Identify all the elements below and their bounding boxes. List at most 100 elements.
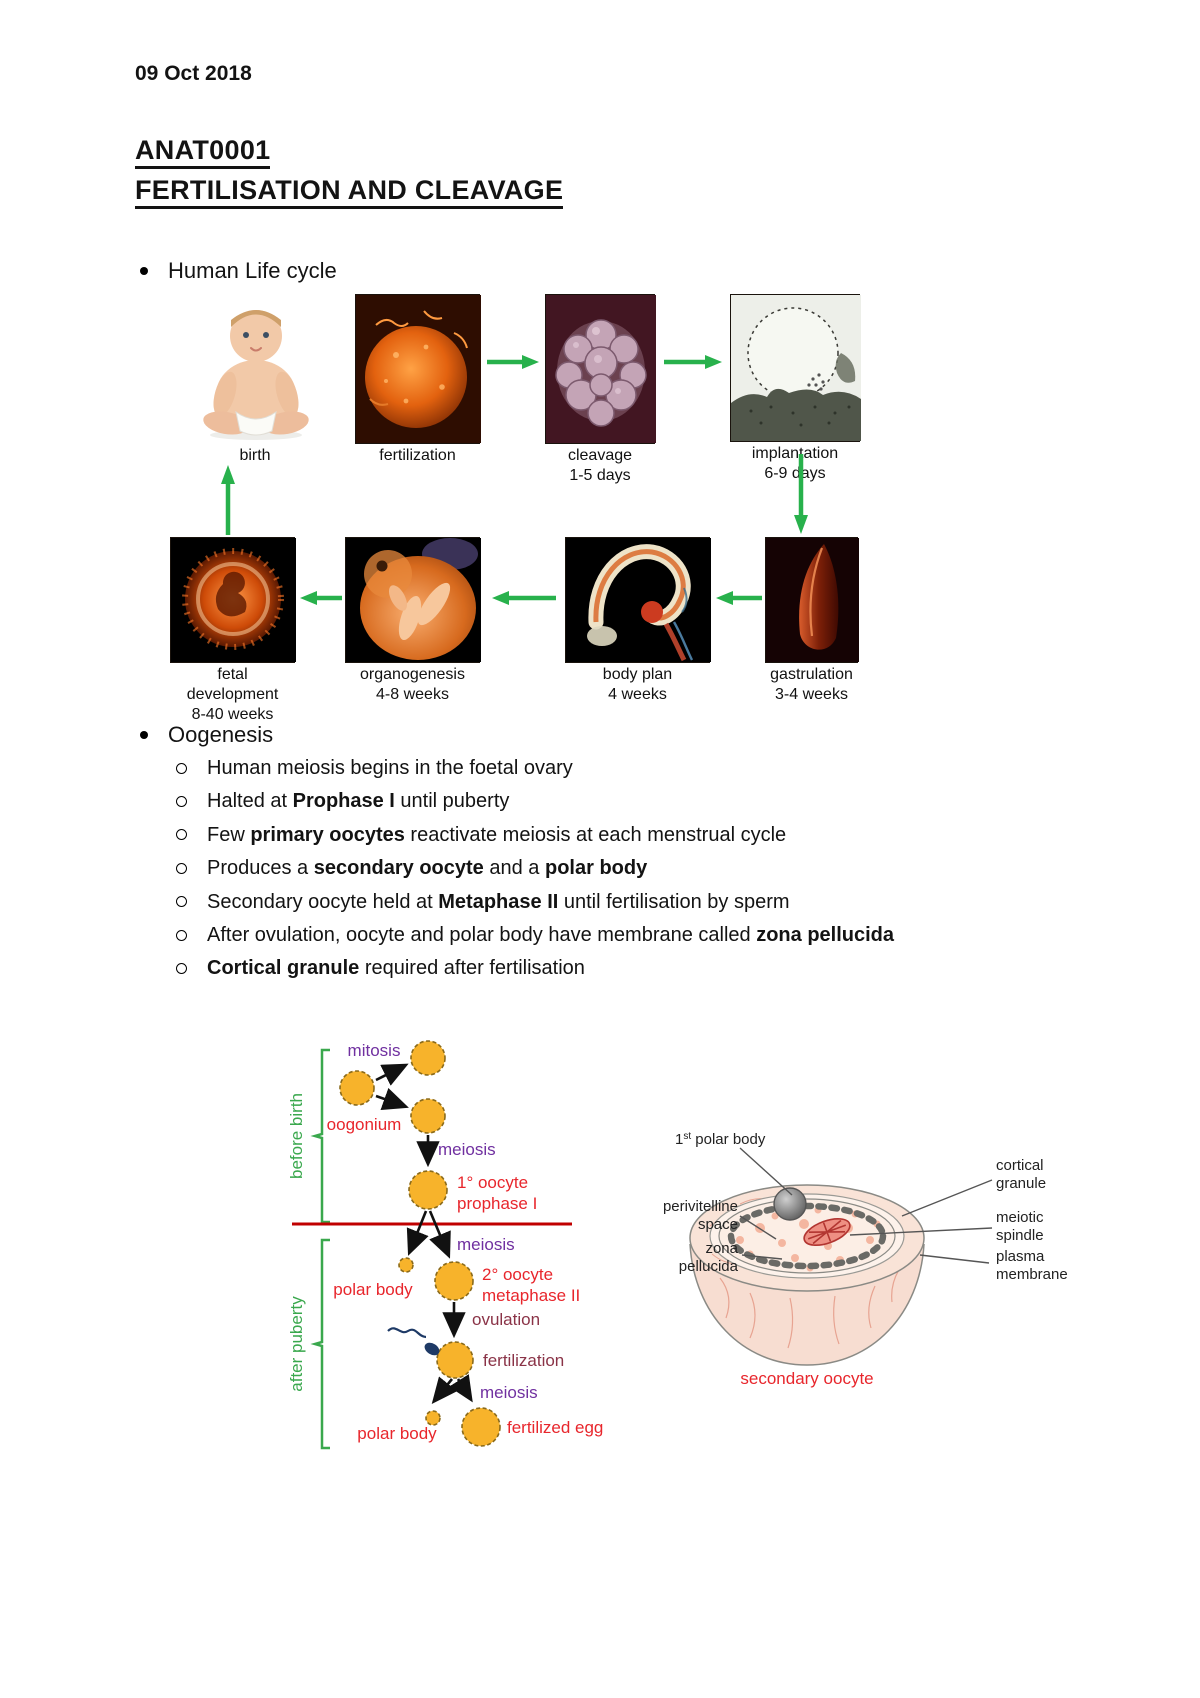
section-heading-lifecycle-label: Human Life cycle bbox=[168, 258, 337, 283]
meiosis-2-label: meiosis bbox=[457, 1235, 515, 1254]
document-date: 09 Oct 2018 bbox=[135, 62, 252, 85]
stage-duration: 4-8 weeks bbox=[376, 686, 449, 703]
list-item: Few primary oocytes reactivate meiosis a… bbox=[175, 819, 894, 852]
perivitelline-annotation-line1: perivitelline bbox=[663, 1198, 738, 1215]
stage-birth: birth bbox=[180, 294, 330, 466]
stage-duration: 6-9 days bbox=[764, 465, 826, 482]
stage-caption: fertilization bbox=[379, 447, 456, 464]
circle-bullet-icon bbox=[176, 896, 187, 908]
stage-caption: fetal development bbox=[186, 666, 279, 703]
circle-bullet-icon bbox=[176, 762, 187, 774]
fertilization-cell bbox=[436, 1341, 474, 1379]
stage-implantation: implantation 6-9 days bbox=[730, 294, 861, 484]
fertilization-label: fertilization bbox=[483, 1351, 564, 1370]
sperm-icon bbox=[387, 1327, 440, 1356]
primary-oocyte-cell bbox=[408, 1170, 448, 1210]
gastrulation-photo bbox=[765, 537, 859, 663]
circle-bullet-icon bbox=[176, 929, 187, 941]
body-plan-illustration bbox=[566, 538, 711, 662]
meiotic-annotation-line1: meiotic bbox=[996, 1209, 1044, 1226]
stage-caption: body plan bbox=[602, 666, 673, 683]
fertilized-egg-label: fertilized egg bbox=[507, 1418, 603, 1437]
polar-body-2-cell bbox=[425, 1410, 441, 1426]
meiotic-annotation-line2: spindle bbox=[996, 1227, 1044, 1244]
secondary-oocyte-diagram: 1st polar body perivitelline space zona … bbox=[590, 1118, 1090, 1413]
plasma-annotation-line1: plasma bbox=[996, 1248, 1045, 1265]
prophase-label: prophase I bbox=[457, 1194, 537, 1213]
fertilization-photo bbox=[355, 294, 481, 444]
plasma-annotation-line2: membrane bbox=[996, 1266, 1068, 1283]
implantation-illustration bbox=[731, 295, 861, 441]
secondary-oocyte-label: 2° oocyte bbox=[482, 1265, 553, 1284]
arrow-mitosis-2 bbox=[375, 1087, 409, 1111]
circle-bullet-icon bbox=[176, 796, 187, 808]
leader-lines bbox=[739, 1147, 993, 1264]
mitosis-label: mitosis bbox=[348, 1041, 401, 1060]
oogonium-label: oogonium bbox=[327, 1115, 402, 1134]
arrow-to-polar-body-2 bbox=[431, 1376, 458, 1405]
polar-body-shape bbox=[773, 1187, 807, 1221]
primary-oocyte-label: 1° oocyte bbox=[457, 1173, 528, 1192]
polar-body-1-cell bbox=[398, 1257, 414, 1273]
arrow-gastrulation-to-body-plan bbox=[716, 591, 762, 605]
stage-cleavage: cleavage 1-5 days bbox=[545, 294, 656, 486]
section-heading-oogenesis: Oogenesis bbox=[140, 722, 273, 748]
list-item: Human meiosis begins in the foetal ovary bbox=[175, 752, 894, 785]
oogenesis-flowchart: before birth after puberty bbox=[270, 1038, 630, 1463]
list-item: Produces a secondary oocyte and a polar … bbox=[175, 852, 894, 885]
arrow-to-fertilized-egg bbox=[449, 1374, 473, 1403]
stage-fertilization: fertilization bbox=[355, 294, 481, 466]
stage-duration: 3-4 weeks bbox=[775, 686, 848, 703]
cortical-annotation-line1: cortical bbox=[996, 1157, 1044, 1174]
fetal-development-photo bbox=[170, 537, 296, 663]
circle-bullet-icon bbox=[176, 963, 187, 975]
stage-caption: implantation bbox=[751, 445, 839, 462]
stage-organogenesis: organogenesis 4-8 weeks bbox=[345, 537, 481, 705]
oogenesis-bullet-list: Human meiosis begins in the foetal ovary… bbox=[175, 752, 894, 986]
stage-caption: cleavage bbox=[567, 447, 633, 464]
cleavage-illustration bbox=[546, 295, 656, 443]
stage-caption: organogenesis bbox=[360, 666, 465, 683]
implantation-photo bbox=[730, 294, 861, 442]
gastrulation-illustration bbox=[766, 538, 859, 662]
arrow-cleavage-to-implantation bbox=[664, 355, 722, 369]
perivitelline-annotation-line2: space bbox=[698, 1216, 738, 1233]
stage-caption: gastrulation bbox=[770, 666, 853, 683]
list-item: Halted at Prophase I until puberty bbox=[175, 785, 894, 818]
stage-duration: 8-40 weeks bbox=[191, 706, 274, 723]
zona-texture bbox=[719, 1267, 901, 1349]
polar-body-1-label: polar body bbox=[333, 1280, 413, 1299]
organogenesis-photo bbox=[345, 537, 481, 663]
bullet-dot bbox=[140, 267, 148, 275]
arrow-mitosis-1 bbox=[375, 1063, 409, 1086]
cleavage-photo bbox=[545, 294, 656, 444]
cortical-annotation-line2: granule bbox=[996, 1175, 1046, 1192]
arrow-to-secondary-oocyte bbox=[428, 1210, 451, 1259]
organogenesis-illustration bbox=[346, 538, 481, 662]
secondary-oocyte-caption: secondary oocyte bbox=[740, 1369, 873, 1388]
after-puberty-bracket bbox=[310, 1238, 330, 1450]
page-title: FERTILISATION AND CLEAVAGE bbox=[135, 170, 564, 210]
section-heading-lifecycle: Human Life cycle bbox=[140, 258, 337, 284]
meiotic-spindle-shape bbox=[803, 1218, 851, 1246]
stage-duration: 4 weeks bbox=[608, 686, 667, 703]
section-heading-oogenesis-label: Oogenesis bbox=[168, 722, 274, 747]
course-code: ANAT0001 bbox=[135, 130, 563, 170]
mitosis-daughter-cell-1 bbox=[410, 1040, 446, 1076]
circle-bullet-icon bbox=[176, 829, 187, 841]
stage-gastrulation: gastrulation 3-4 weeks bbox=[765, 537, 859, 705]
fetal-development-illustration bbox=[171, 538, 296, 662]
fertilized-egg-cell bbox=[461, 1407, 501, 1447]
meiosis-3-label: meiosis bbox=[480, 1383, 538, 1402]
after-puberty-label: after puberty bbox=[287, 1296, 306, 1392]
baby-illustration bbox=[203, 310, 309, 440]
circle-bullet-icon bbox=[176, 862, 187, 874]
birth-photo bbox=[180, 294, 330, 444]
list-item: After ovulation, oocyte and polar body h… bbox=[175, 919, 894, 952]
document-title-block: ANAT0001 FERTILISATION AND CLEAVAGE bbox=[135, 130, 564, 210]
arrow-organogenesis-to-fetal-development bbox=[300, 591, 342, 605]
stage-duration: 1-5 days bbox=[569, 467, 631, 484]
ovulation-label: ovulation bbox=[472, 1310, 540, 1329]
list-item: Secondary oocyte held at Metaphase II un… bbox=[175, 886, 894, 919]
